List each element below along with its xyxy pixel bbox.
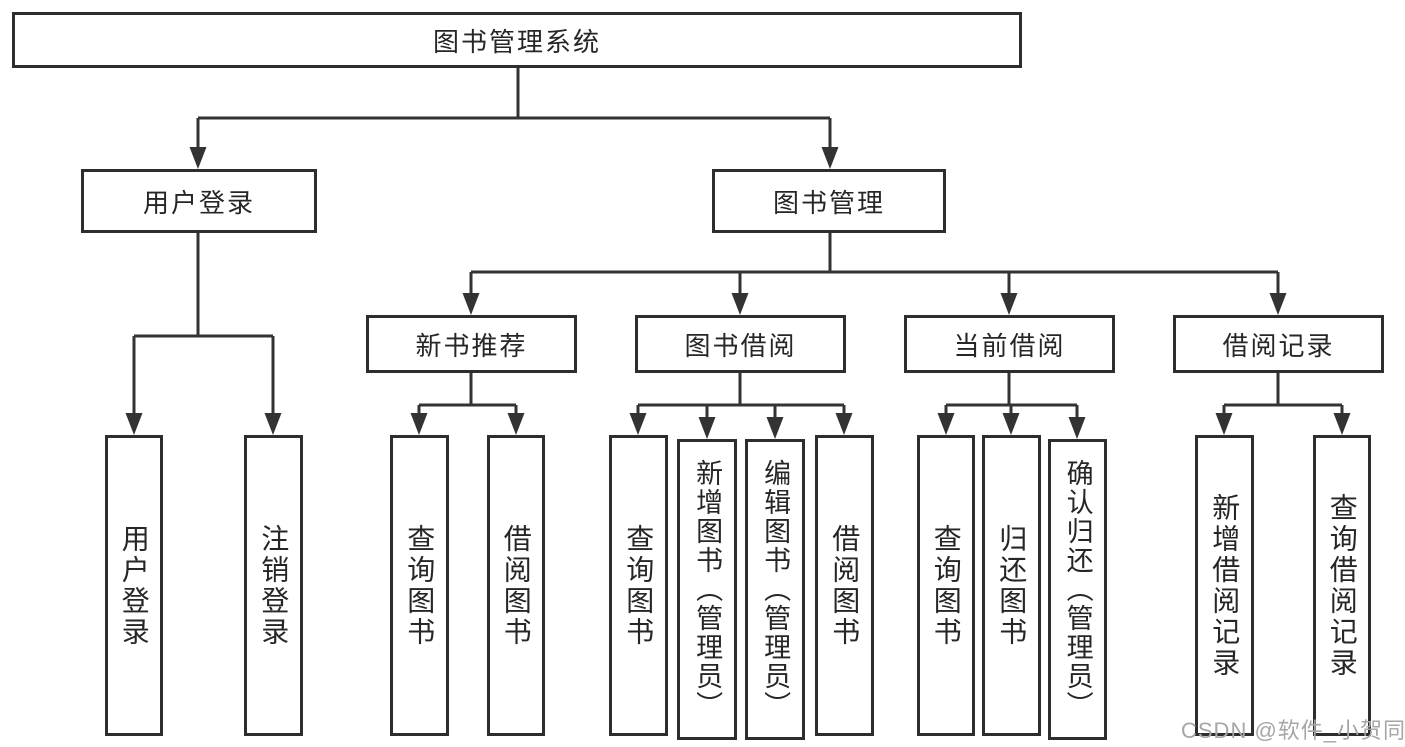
node-label: 图书借阅 xyxy=(684,330,797,361)
node-label: 借阅图书 xyxy=(500,523,532,648)
leaf-borrow-query-books: 查询图书 xyxy=(609,435,668,736)
leaf-confirm-return-admin: 确认归还（管理员） xyxy=(1048,439,1107,740)
node-label: 查询图书 xyxy=(623,523,655,648)
leaf-recommend-borrow-books: 借阅图书 xyxy=(487,435,545,736)
leaf-add-borrow-record: 新增借阅记录 xyxy=(1195,435,1254,736)
node-borrow-records: 借阅记录 xyxy=(1173,315,1384,373)
node-root: 图书管理系统 xyxy=(12,12,1022,68)
leaf-logout: 注销登录 xyxy=(244,435,303,736)
node-label: 归还图书 xyxy=(996,523,1028,648)
node-label: 当前借阅 xyxy=(953,330,1066,361)
leaf-add-book-admin: 新增图书（管理员） xyxy=(677,439,737,740)
node-label: 用户登录 xyxy=(142,187,255,218)
leaf-borrow-books: 借阅图书 xyxy=(815,435,874,736)
node-book-management: 图书管理 xyxy=(712,169,946,233)
leaf-user-login: 用户登录 xyxy=(105,435,163,736)
node-label: 新增借阅记录 xyxy=(1209,492,1241,679)
node-user-login: 用户登录 xyxy=(81,169,317,233)
node-label: 确认归还（管理员） xyxy=(1062,459,1093,720)
node-label: 查询图书 xyxy=(930,523,962,648)
node-label: 借阅图书 xyxy=(829,523,861,648)
node-current-borrow: 当前借阅 xyxy=(904,315,1115,373)
tree-edges xyxy=(132,68,1344,424)
leaf-recommend-query-books: 查询图书 xyxy=(390,435,449,736)
leaf-current-query-books: 查询图书 xyxy=(917,435,975,736)
node-label: 查询借阅记录 xyxy=(1326,492,1358,679)
node-label: 借阅记录 xyxy=(1222,330,1335,361)
node-label: 图书管理系统 xyxy=(432,26,601,57)
leaf-return-book: 归还图书 xyxy=(982,435,1041,736)
node-book-borrow: 图书借阅 xyxy=(635,315,846,373)
node-label: 图书管理 xyxy=(772,187,885,218)
node-label: 注销登录 xyxy=(258,523,290,648)
node-label: 编辑图书（管理员） xyxy=(760,459,791,720)
node-label: 新书推荐 xyxy=(415,330,528,361)
csdn-watermark: CSDN @软件_小贺同学 xyxy=(1181,718,1405,743)
node-label: 查询图书 xyxy=(404,523,436,648)
node-label: 新增图书（管理员） xyxy=(692,459,723,720)
leaf-edit-book-admin: 编辑图书（管理员） xyxy=(745,439,805,740)
leaf-query-borrow-record: 查询借阅记录 xyxy=(1313,435,1371,736)
arrowheads xyxy=(125,147,1351,439)
node-new-book-recommend: 新书推荐 xyxy=(366,315,577,373)
node-label: 用户登录 xyxy=(118,523,150,648)
